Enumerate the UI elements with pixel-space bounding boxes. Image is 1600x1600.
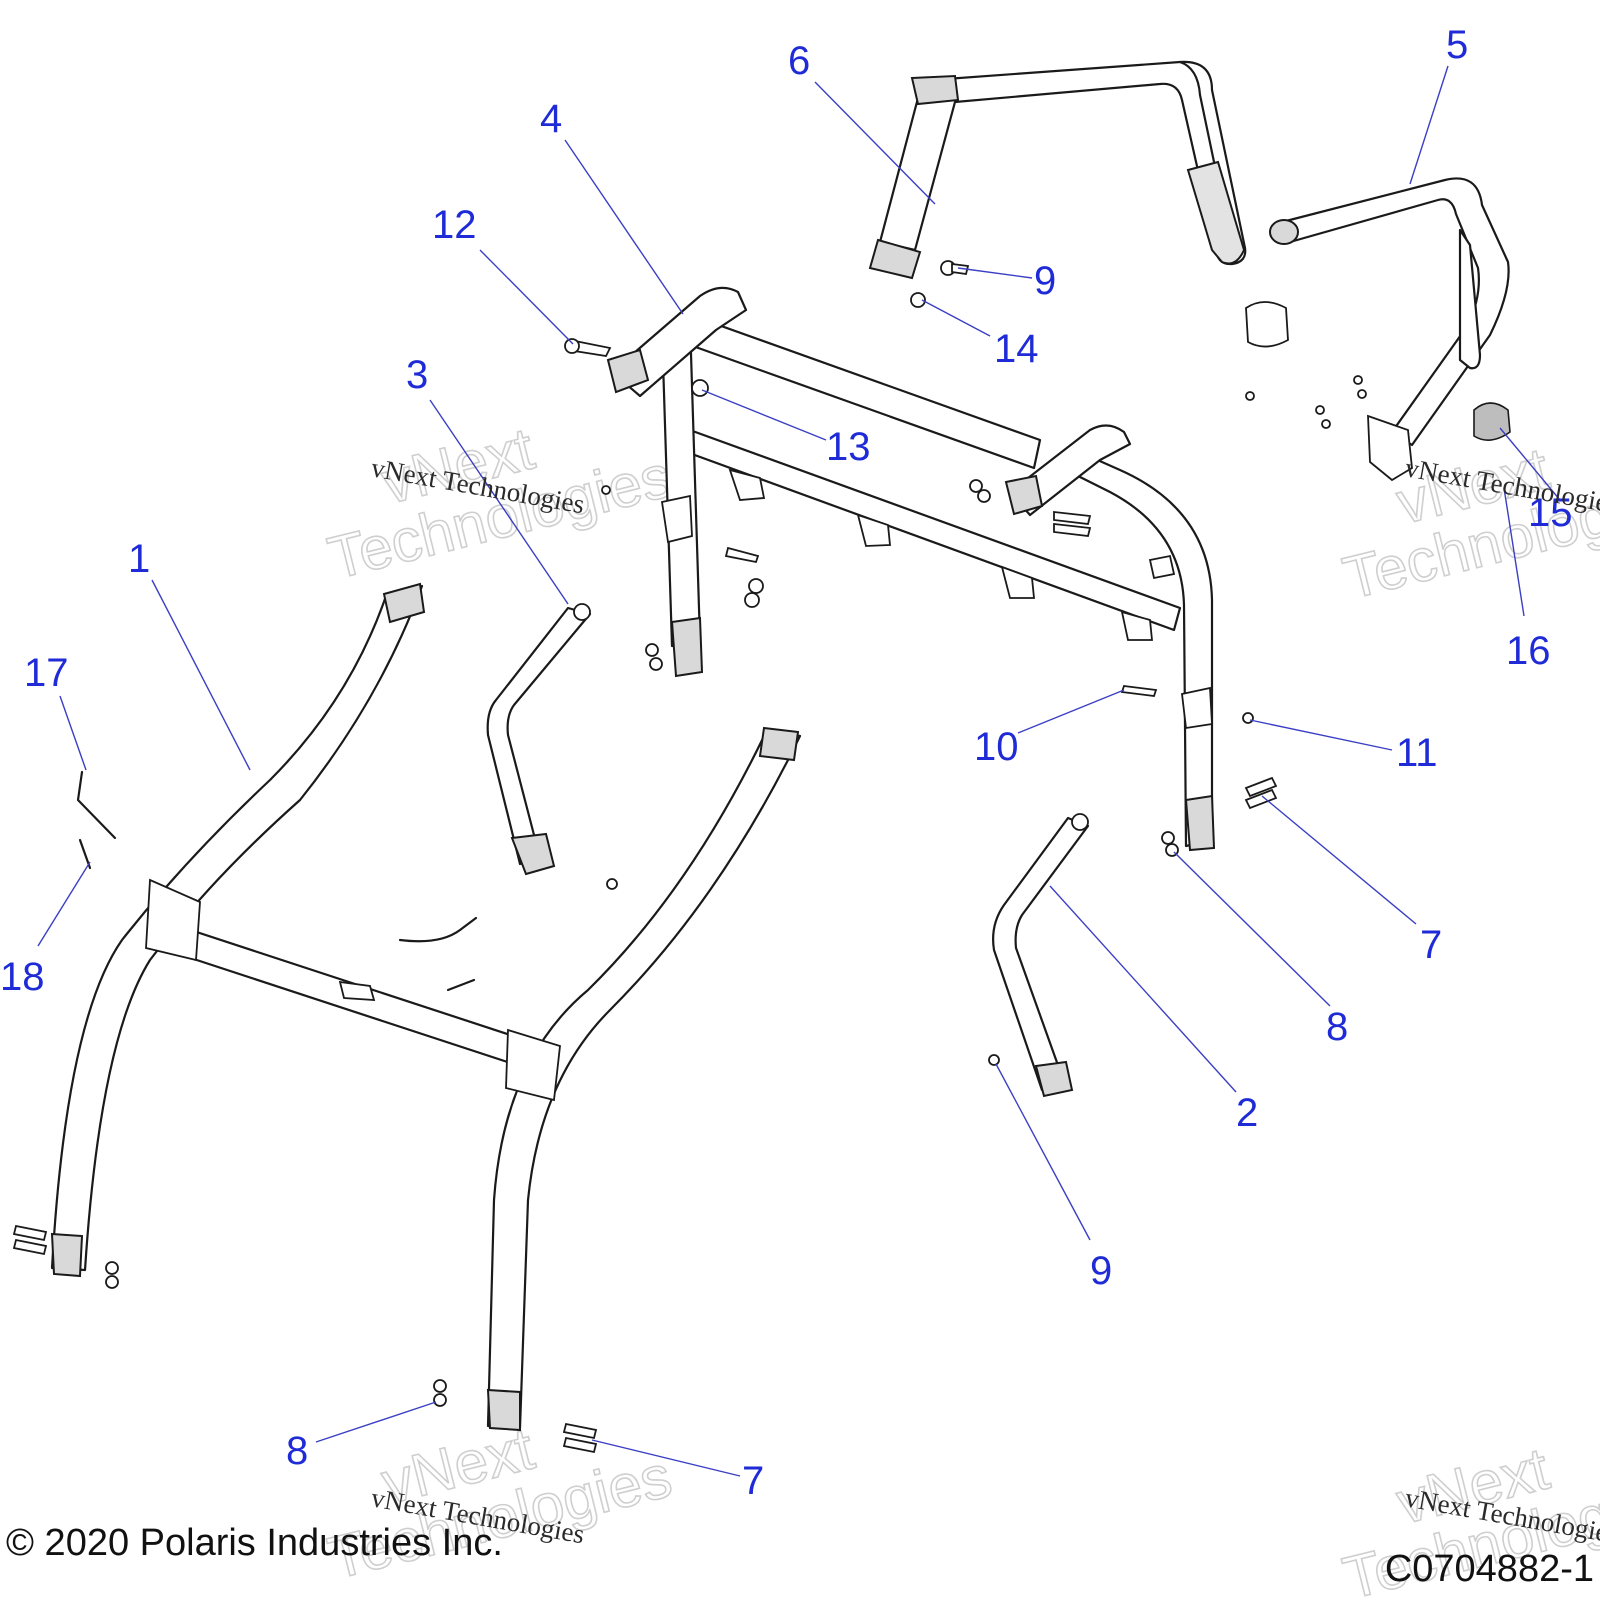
callout-15: 15: [1528, 491, 1573, 535]
callout-7-right: 7: [1420, 923, 1442, 967]
callout-13: 13: [826, 425, 871, 469]
copyright-text: © 2020 Polaris Industries Inc.: [6, 1522, 503, 1564]
cap-15: [1473, 402, 1511, 441]
cap: [1245, 301, 1289, 348]
callout-7-lower: 7: [742, 1459, 764, 1503]
callout-18: 18: [0, 955, 45, 999]
callout-2: 2: [1236, 1091, 1258, 1135]
callout-3: 3: [406, 353, 428, 397]
callout-9-lower: 9: [1090, 1249, 1112, 1293]
callout-10: 10: [974, 725, 1019, 769]
callout-8-lower: 8: [286, 1429, 308, 1473]
callouts: 6 5 4 12 9 14 3 13 1 15 16 17 10 11 7 18…: [0, 23, 1573, 1503]
callout-1: 1: [128, 537, 150, 581]
watermark-bottom-left: vNext Technologies: [321, 1414, 679, 1593]
part-17-18-small-bars: [76, 770, 117, 870]
callout-6: 6: [788, 39, 810, 83]
part-3-front-left-support: [486, 603, 592, 876]
callout-17: 17: [24, 651, 69, 695]
part-1-front-cage: [50, 582, 802, 1432]
figure-code: C0704882-1: [1384, 1548, 1594, 1590]
callout-4: 4: [540, 97, 562, 141]
part-2-rear-right-support: [992, 813, 1090, 1098]
watermark-captions: vNext Technologies vNext Technologies vN…: [369, 452, 1600, 1549]
callout-9-upper: 9: [1034, 259, 1056, 303]
part-6-rear-upper-hoop: [868, 60, 1247, 280]
callout-8-right: 8: [1326, 1005, 1348, 1049]
part-4-rear-frame: [606, 286, 1216, 852]
callout-5: 5: [1446, 23, 1468, 67]
callout-14: 14: [994, 327, 1039, 371]
leader-lines: [37, 65, 1561, 1477]
callout-12: 12: [432, 203, 477, 247]
hardware-group: [12, 260, 1511, 1454]
callout-16: 16: [1506, 629, 1551, 673]
part-5-rear-side-bar: [1269, 177, 1510, 482]
callout-11: 11: [1396, 731, 1438, 775]
